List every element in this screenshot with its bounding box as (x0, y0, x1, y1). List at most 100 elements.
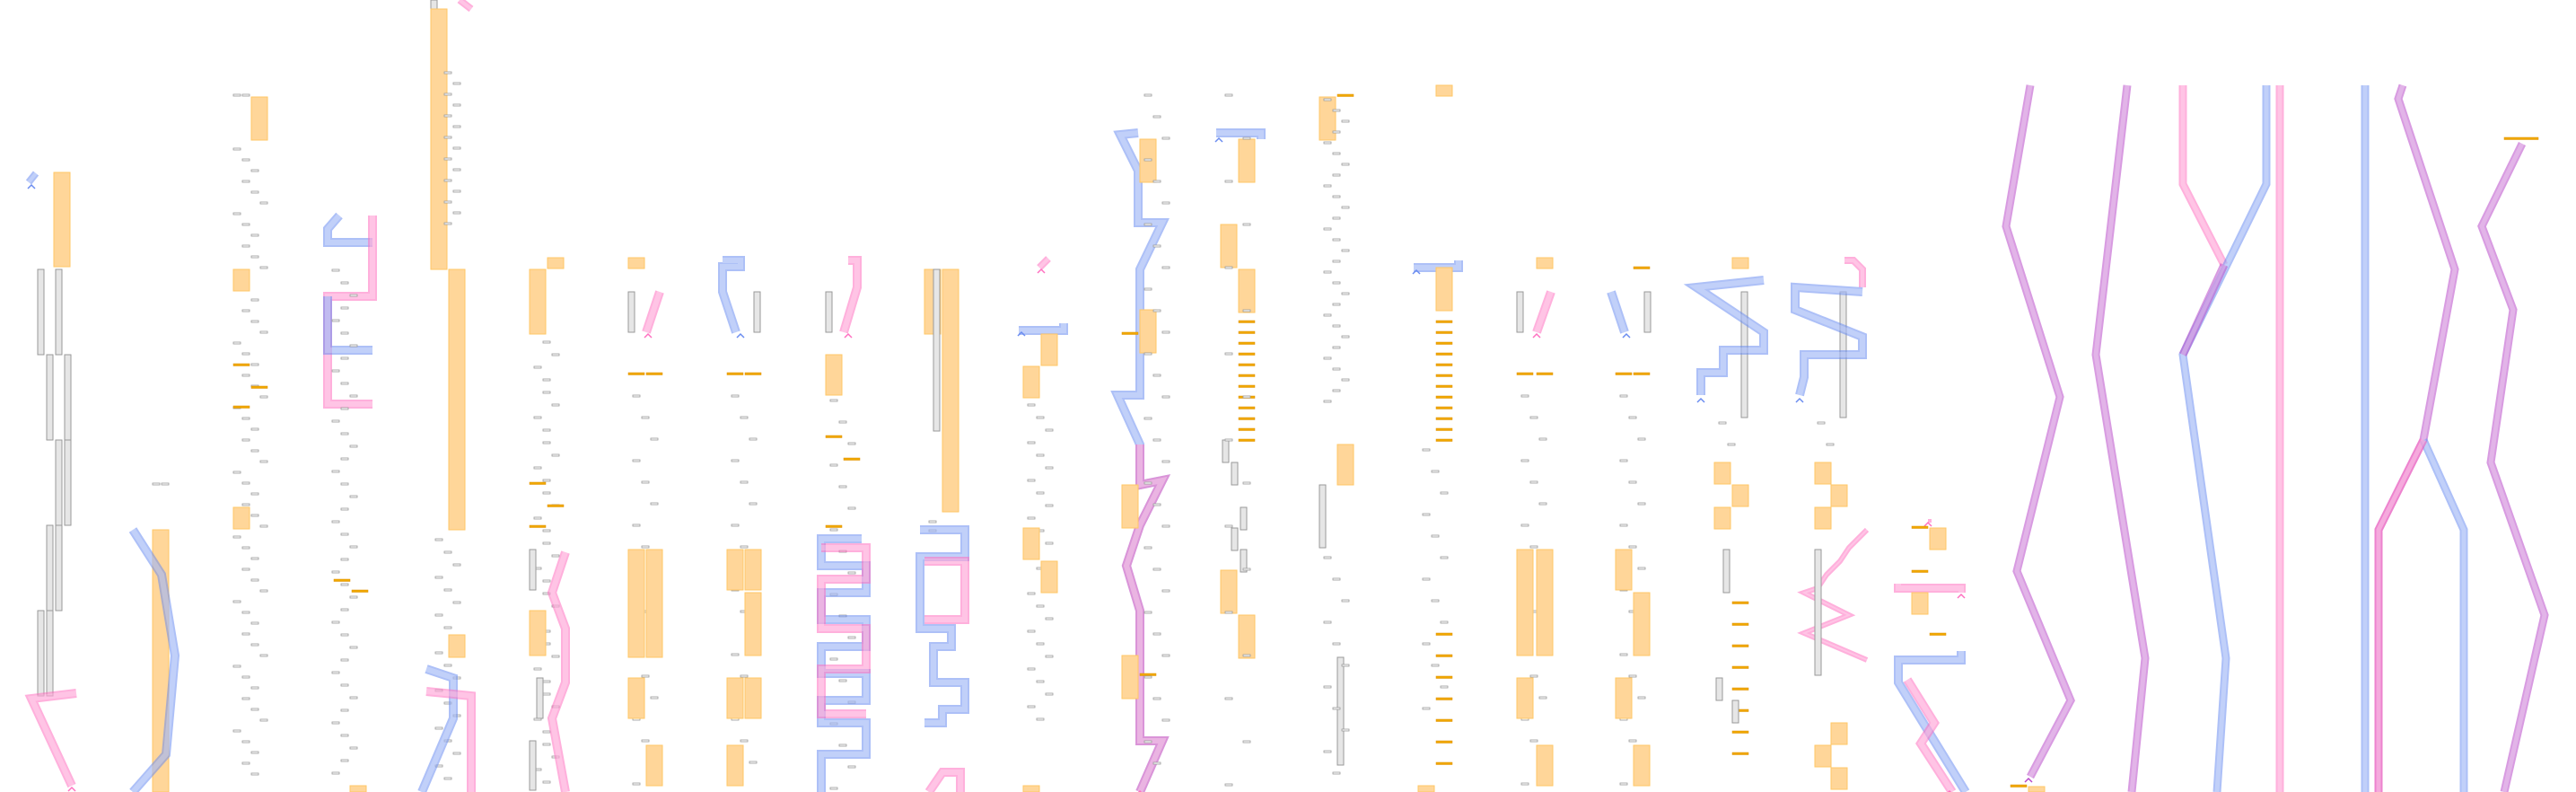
tick-mark (1242, 481, 1251, 485)
route-line-core (2421, 438, 2466, 792)
tick-mark (1637, 502, 1646, 506)
route-line (25, 171, 39, 185)
gray-bar (430, 0, 438, 10)
tick-mark (641, 674, 650, 678)
tick-mark (1152, 503, 1161, 506)
tick-mark (340, 608, 349, 612)
tick-mark (241, 417, 250, 420)
tick-mark (1045, 617, 1054, 620)
route-line (1037, 256, 1051, 270)
route-line (2178, 85, 2229, 268)
gray-bar (627, 291, 635, 333)
dash-mark (547, 504, 565, 507)
tick-mark (1422, 448, 1431, 452)
route-line (1532, 290, 1555, 334)
route-line (457, 0, 474, 13)
tick-mark (1161, 654, 1170, 657)
tick-mark (340, 658, 349, 662)
tick-mark (542, 541, 551, 545)
tick-mark (1143, 546, 1152, 550)
block (1830, 722, 1848, 745)
tick-mark (551, 554, 560, 558)
tick-mark (1332, 707, 1341, 710)
tick-mark (452, 211, 461, 215)
tick-mark (1529, 545, 1538, 549)
tick-mark (847, 765, 856, 769)
tick-mark (1332, 216, 1341, 220)
tick-mark (1152, 244, 1161, 248)
tick-mark (1161, 330, 1170, 334)
tick-mark (250, 751, 259, 754)
tick-mark (1341, 206, 1350, 209)
dash-mark (1536, 372, 1554, 375)
dash-mark (1911, 525, 1929, 529)
tick-mark (1538, 696, 1547, 700)
block (232, 268, 250, 292)
block (744, 592, 762, 656)
tick-mark (1538, 502, 1547, 506)
route-line-core (2376, 84, 2458, 792)
gray-bar (1222, 439, 1230, 463)
tick-mark (1143, 417, 1152, 420)
block (1814, 462, 1832, 485)
route-line-core (924, 559, 968, 622)
tick-mark (161, 482, 170, 486)
block (448, 268, 466, 531)
tick-mark (829, 528, 838, 532)
dash-mark (1238, 438, 1256, 442)
route-line (1791, 282, 1867, 397)
dash-mark (1731, 730, 1749, 734)
caret-icon (1795, 397, 1804, 403)
block (825, 354, 843, 396)
tick-mark (452, 82, 461, 85)
tick-mark (1143, 287, 1152, 291)
tick-mark (331, 268, 340, 272)
block (627, 549, 645, 658)
tick-mark (241, 93, 250, 97)
tick-mark (349, 746, 358, 750)
dash-mark (1731, 644, 1749, 647)
tick-mark (542, 743, 551, 746)
tick-mark (259, 589, 268, 593)
block (448, 634, 466, 658)
tick-mark (1323, 620, 1332, 624)
tick-mark (241, 438, 250, 442)
route-line-core (720, 258, 743, 333)
tick-mark (1152, 761, 1161, 765)
tick-mark (749, 437, 758, 441)
tick-mark (250, 255, 259, 259)
tick-mark (241, 546, 250, 550)
caret-icon (1622, 332, 1631, 339)
gray-bar (529, 740, 537, 791)
block (1536, 549, 1554, 656)
block (744, 677, 762, 719)
route-line (2477, 142, 2549, 792)
gray-bar (1814, 549, 1822, 676)
tick-mark (250, 557, 259, 560)
dash-mark (1336, 93, 1354, 97)
tick-mark (232, 341, 241, 345)
caret-icon (27, 183, 36, 189)
dash-mark (1238, 330, 1256, 334)
tick-mark (740, 545, 749, 549)
tick-mark (1242, 223, 1251, 226)
tick-mark (241, 503, 250, 506)
tick-mark (259, 524, 268, 528)
tick-mark (533, 416, 542, 419)
route-line-core (2180, 85, 2227, 267)
tick-mark (1341, 378, 1350, 382)
route-line (2178, 263, 2229, 356)
tick-mark (232, 212, 241, 216)
tick-mark (250, 233, 259, 237)
tick-mark (1817, 421, 1826, 425)
tick-mark (1422, 642, 1431, 646)
dash-mark (1435, 406, 1453, 409)
tick-mark (1027, 403, 1036, 407)
tick-mark (1242, 395, 1251, 399)
block (1814, 506, 1832, 530)
tick-mark (250, 298, 259, 302)
dash-mark (1435, 761, 1453, 765)
tick-mark (331, 671, 340, 674)
tick-mark (250, 492, 259, 496)
block (53, 172, 71, 268)
